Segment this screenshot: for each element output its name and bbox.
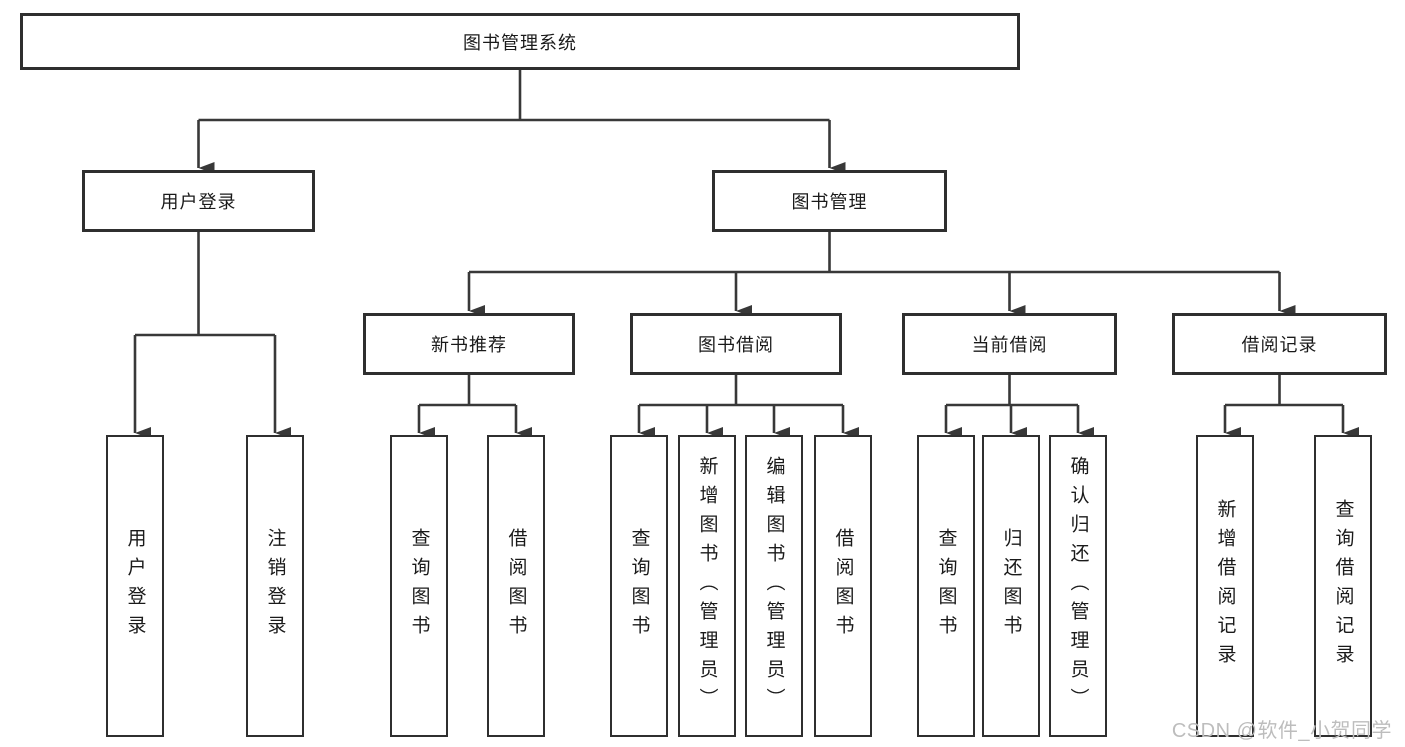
leaf-add-book-admin: 新增图书（管理员） [678,435,736,737]
leaf-query-book-current: 查询图书 [917,435,975,737]
node-root-system-label: 图书管理系统 [463,32,577,53]
leaf-add-book-admin-label: 新增图书（管理员） [696,455,718,717]
leaf-edit-book-admin: 编辑图书（管理员） [745,435,803,737]
leaf-borrow-book-label: 借阅图书 [832,528,854,644]
leaf-user-login: 用户登录 [106,435,164,737]
leaf-confirm-return-admin: 确认归还（管理员） [1049,435,1107,737]
node-user-login-label: 用户登录 [160,192,237,212]
leaf-user-login-label: 用户登录 [124,528,146,644]
node-new-book-recommend-label: 新书推荐 [431,335,507,355]
leaf-query-book-borrow-label: 查询图书 [628,528,650,644]
leaf-query-book-recommend-label: 查询图书 [408,528,430,644]
leaf-add-borrow-record-label: 新增借阅记录 [1214,499,1236,673]
node-user-login: 用户登录 [82,170,315,232]
leaf-add-borrow-record: 新增借阅记录 [1196,435,1254,737]
node-book-management-label: 图书管理 [791,192,868,212]
leaf-query-book-recommend: 查询图书 [390,435,448,737]
leaf-borrow-book-recommend: 借阅图书 [487,435,545,737]
csdn-watermark: CSDN @软件_小贺同学 [1171,720,1392,742]
leaf-borrow-book: 借阅图书 [814,435,872,737]
node-borrow-record-label: 借阅记录 [1241,335,1318,355]
node-borrow-record: 借阅记录 [1172,313,1387,375]
leaf-logout: 注销登录 [246,435,304,737]
node-current-borrow-label: 当前借阅 [971,335,1048,355]
node-current-borrow: 当前借阅 [902,313,1117,375]
leaf-return-book-label: 归还图书 [1000,528,1022,644]
leaf-query-borrow-record: 查询借阅记录 [1314,435,1372,737]
leaf-edit-book-admin-label: 编辑图书（管理员） [763,455,785,717]
node-book-borrow: 图书借阅 [630,313,842,375]
node-root-system: 图书管理系统 [20,13,1020,70]
leaf-query-book-current-label: 查询图书 [935,528,957,644]
node-new-book-recommend: 新书推荐 [363,313,575,375]
leaf-query-book-borrow: 查询图书 [610,435,668,737]
leaf-query-borrow-record-label: 查询借阅记录 [1332,499,1354,673]
node-book-management: 图书管理 [712,170,947,232]
leaf-borrow-book-recommend-label: 借阅图书 [505,528,527,644]
leaf-confirm-return-admin-label: 确认归还（管理员） [1067,455,1089,717]
node-book-borrow-label: 图书借阅 [698,335,774,355]
leaf-return-book: 归还图书 [982,435,1040,737]
leaf-logout-label: 注销登录 [264,528,286,644]
